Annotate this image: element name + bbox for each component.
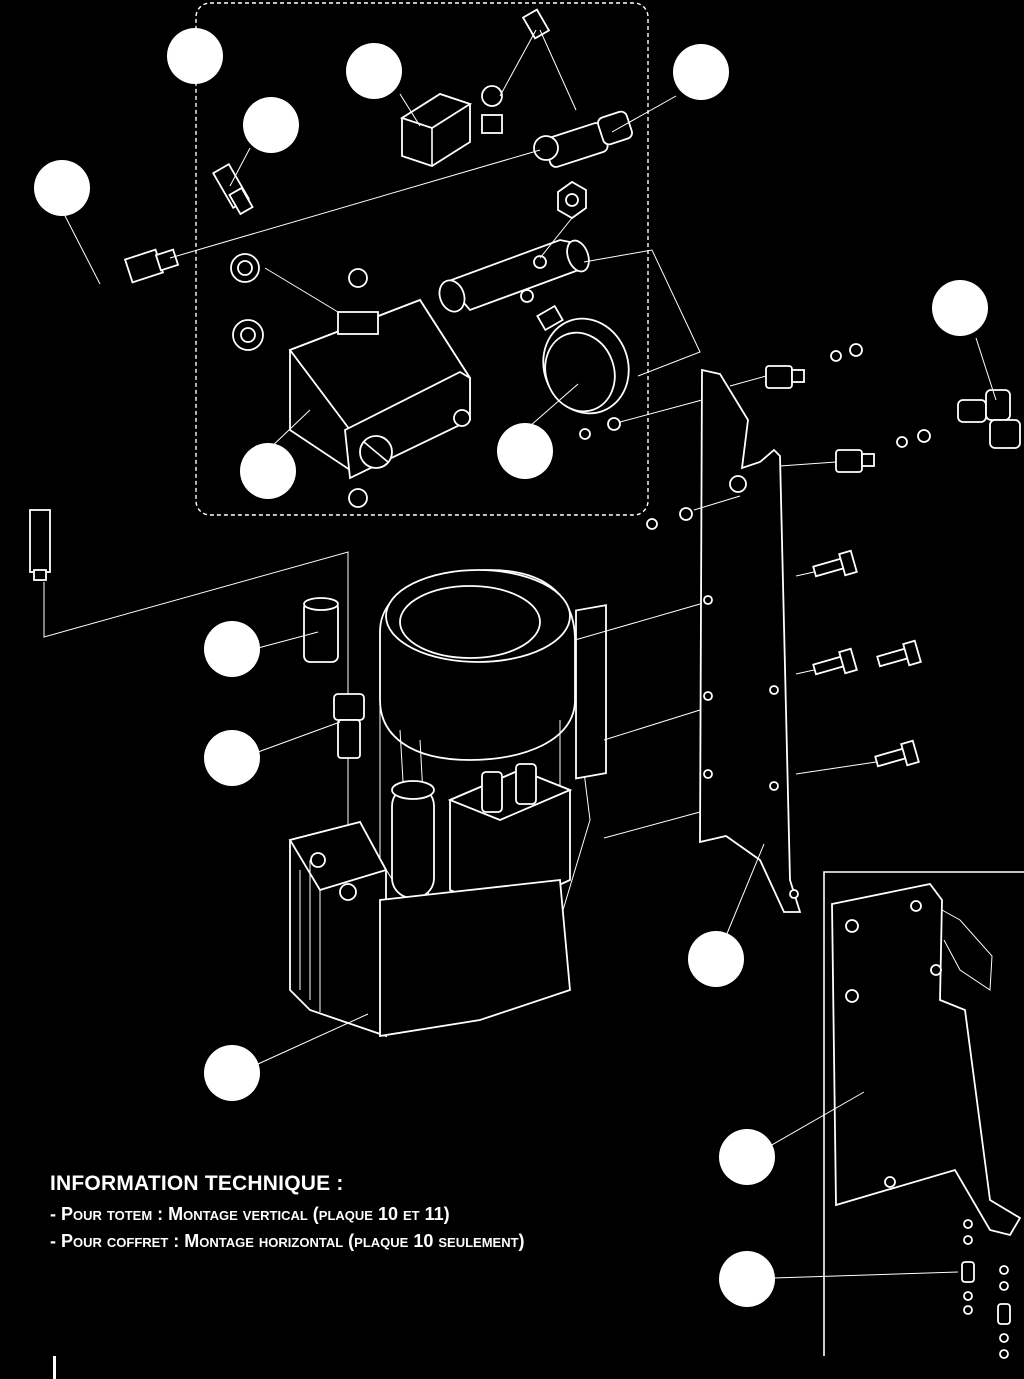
callout-bubble: [204, 621, 260, 677]
callout-bubble: [688, 931, 744, 987]
check-valve: [211, 162, 254, 216]
callout-bubble: [167, 28, 223, 84]
info-title: INFORMATION TECHNIQUE :: [50, 1172, 344, 1195]
callout-bubble: [243, 97, 299, 153]
hose: [4, 248, 180, 581]
callout-bubble: [204, 730, 260, 786]
callout-bubble: [346, 43, 402, 99]
inset-frame: [823, 871, 1024, 1356]
pressure-gauge: [536, 304, 630, 415]
margin-bar: [53, 1356, 56, 1379]
anti-vibration-mounts: [579, 343, 931, 530]
callout-bubbles: [34, 28, 988, 1307]
pressure-switch: [230, 253, 472, 508]
plug-fitting: [303, 597, 339, 663]
callout-bubble: [497, 423, 553, 479]
callout-bubble: [719, 1251, 775, 1307]
electric-motor: [379, 569, 607, 941]
elbow-fitting: [957, 389, 1021, 449]
solenoid-valve: [399, 85, 503, 167]
hose-routing-line: [43, 551, 349, 860]
callout-bubble: [34, 160, 90, 216]
technical-information: INFORMATION TECHNIQUE : - Pour totem : M…: [50, 1172, 525, 1258]
leader-lines: [61, 93, 997, 1279]
callout-bubble: [673, 44, 729, 100]
info-line-coffret: - Pour coffret : Montage horizontal (pla…: [50, 1231, 525, 1251]
inset-mounts: [961, 1219, 1011, 1359]
bolts: [795, 549, 922, 775]
info-line-totem: - Pour totem : Montage vertical (plaque …: [50, 1204, 450, 1224]
callout-bubble: [240, 443, 296, 499]
pump-block: [288, 820, 571, 1038]
inset-bracket: [831, 883, 1022, 1237]
callout-bubble: [719, 1129, 775, 1185]
callout-bubble: [932, 280, 988, 336]
nipple-fitting: [333, 693, 365, 759]
subassembly-dashed-frame: [195, 2, 649, 516]
tee-fitting: [499, 8, 633, 220]
valve-body: [438, 217, 590, 313]
mounting-plate: [699, 368, 802, 913]
callout-bubble: [204, 1045, 260, 1101]
